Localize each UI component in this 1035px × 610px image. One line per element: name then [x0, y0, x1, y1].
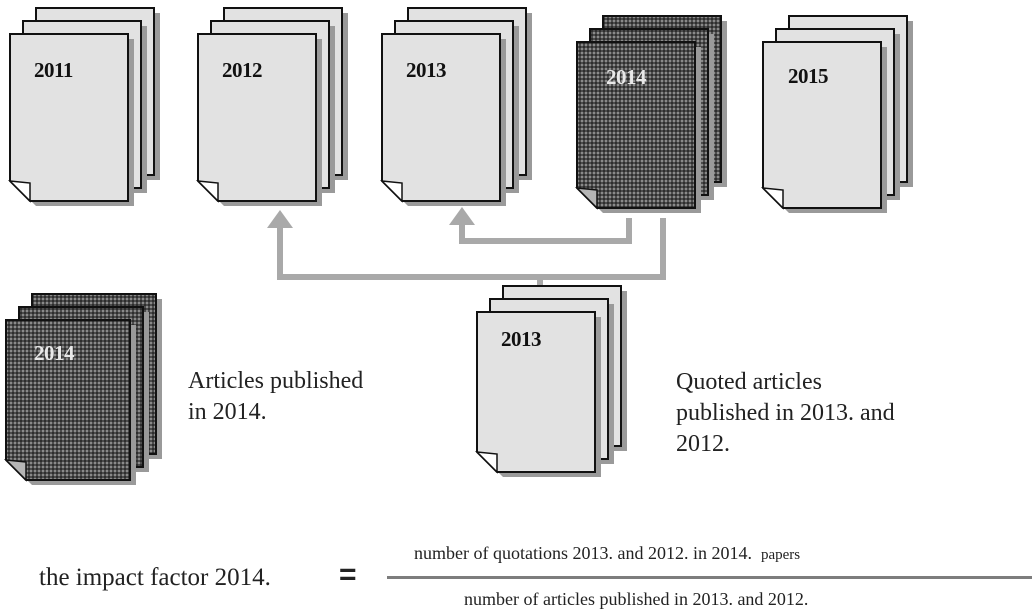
doc-stack-2012 [195, 7, 350, 206]
doc-stack-2014 [574, 15, 729, 213]
page-sheet [762, 41, 882, 209]
page-fold [574, 187, 598, 210]
page-fold [195, 180, 219, 203]
page-fold [474, 451, 498, 474]
doc-year-label: 2015 [788, 64, 829, 88]
doc-stack-graphic [379, 7, 532, 206]
page-sheet [197, 33, 317, 202]
doc-year-label: 2013 [501, 327, 542, 351]
doc-year-label: 2013 [406, 58, 447, 82]
doc-stack-2013 [379, 7, 534, 206]
impact-factor-label: the impact factor 2014. [39, 564, 271, 591]
page-sheet [381, 33, 501, 202]
numerator-text: number of quotations 2013. and 2012. in … [414, 543, 752, 563]
equals-sign: = [339, 558, 357, 591]
doc-stack-graphic [574, 15, 727, 213]
doc-year-label: 2011 [34, 58, 73, 82]
page-fold [379, 180, 403, 203]
doc-stack-2011 [7, 7, 162, 206]
page-fold [7, 180, 31, 203]
doc-stack-graphic [760, 15, 913, 213]
fraction-bar [387, 576, 1032, 579]
arrowhead-2013 [449, 207, 475, 225]
formula-numerator: number of quotations 2013. and 2012. in … [414, 543, 800, 564]
quoted-articles-caption: Quoted articles published in 2013. and 2… [676, 369, 895, 457]
doc-stack-2015 [760, 15, 915, 213]
arrow-to-2012 [277, 218, 666, 280]
formula-denominator: number of articles published in 2013. an… [464, 589, 809, 609]
page-sheet [5, 319, 131, 481]
page-sheet [9, 33, 129, 202]
legend-cited-stack [3, 293, 164, 485]
doc-year-label: 2014 [34, 341, 75, 365]
page-sheet [476, 311, 596, 473]
arrowhead-2012 [267, 210, 293, 228]
doc-stack-graphic [195, 7, 348, 206]
page-sheet [576, 41, 696, 209]
doc-stack-graphic [7, 7, 160, 206]
doc-stack-graphic [474, 285, 627, 477]
doc-year-label: 2014 [606, 65, 647, 89]
legend-quoted-stack [474, 285, 629, 477]
numerator-tail: papers [760, 547, 801, 563]
arrow-to-2013 [459, 218, 632, 244]
doc-stack-graphic [3, 293, 162, 485]
cited-articles-caption: Articles published in 2014. [188, 368, 364, 425]
page-fold [3, 459, 27, 482]
doc-year-label: 2012 [222, 58, 263, 82]
page-fold [760, 187, 784, 210]
